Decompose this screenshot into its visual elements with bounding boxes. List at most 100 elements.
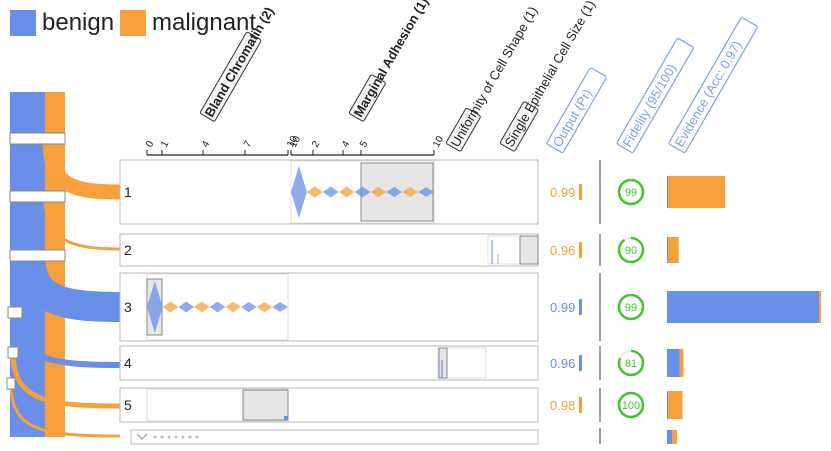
flow-node-3[interactable] <box>9 249 66 262</box>
flow-branch-2 <box>43 197 121 251</box>
fidelity-value: 99 <box>625 187 637 199</box>
fidelity-ring <box>617 391 645 419</box>
fidelity-value: 90 <box>625 245 637 257</box>
evidence-bar-benign <box>667 237 668 263</box>
chevron-down-icon[interactable] <box>136 433 148 441</box>
distribution-mark-8 <box>418 187 434 197</box>
feature-header-box <box>199 31 262 122</box>
benign-label: benign <box>42 9 115 36</box>
evidence-bar-benign <box>667 391 668 419</box>
flow-node-1[interactable] <box>9 132 66 145</box>
distribution-mark <box>497 254 499 264</box>
tick-label-bc-4: 10 <box>285 134 300 150</box>
distribution-mark-7 <box>256 301 273 313</box>
evidence-bar-benign <box>667 176 668 208</box>
output-header-label: Output (Pr) <box>550 86 595 149</box>
distribution-mark-1 <box>306 186 323 198</box>
evidence-bar-malignant <box>819 291 822 323</box>
tick-label-bc-1: 1 <box>159 139 172 150</box>
evidence-header-box <box>668 17 758 153</box>
default-rule-row[interactable] <box>130 428 677 445</box>
output-bar <box>579 299 582 315</box>
distribution-mark-3 <box>338 186 355 198</box>
feature-header-2: Marginal Adhesion (1) <box>348 0 432 122</box>
output-value: 0.96 <box>550 356 575 371</box>
fidelity-ring <box>617 349 645 377</box>
flow-node-5[interactable] <box>7 346 19 359</box>
tick-label-ma-1: 2 <box>310 139 323 150</box>
fidelity-header-box <box>616 38 694 153</box>
column-headers: Bland Chromatin (2) Marginal Adhesion (1)… <box>199 0 758 153</box>
output-bar <box>579 242 582 258</box>
flow-branch-1 <box>42 139 121 200</box>
output-value: 0.96 <box>550 243 575 258</box>
tick-label-bc-2: 4 <box>200 139 213 150</box>
rule-row-4[interactable]: 4 0.96 81 <box>119 345 684 381</box>
flow-node-6[interactable] <box>6 377 16 390</box>
fidelity-ring <box>617 178 645 206</box>
tick-label-bc-0: 0 <box>144 139 157 150</box>
benign-swatch <box>10 10 36 36</box>
distribution-mark-0 <box>291 166 307 218</box>
tick-label-ma-3: 5 <box>358 139 371 150</box>
malignant-swatch <box>120 10 146 36</box>
flow-node-4[interactable] <box>7 306 23 319</box>
distribution-mark <box>491 240 493 264</box>
collapsed-dot <box>174 435 178 439</box>
flow-node-2[interactable] <box>9 190 66 203</box>
distribution-mark-2 <box>322 186 339 198</box>
condition-range <box>242 389 289 421</box>
tick-label-ma-0: 10 <box>288 134 303 150</box>
rule-id: 5 <box>124 397 132 413</box>
feature-header-label: Marginal Adhesion (1) <box>351 0 432 119</box>
feature-header-box <box>348 74 386 122</box>
flow-branch-4 <box>14 311 121 368</box>
output-bar <box>579 184 582 200</box>
evidence-bar-benign <box>667 430 672 444</box>
feature-header-4: Single Epithelial Cell Size (1) <box>499 0 598 152</box>
evidence-bar-malignant <box>679 349 684 377</box>
feature-header-box <box>445 107 481 152</box>
default-rule-box <box>130 429 539 445</box>
condition-range <box>519 235 539 265</box>
legend-benign: benign <box>10 8 114 38</box>
distribution-mark-4 <box>209 301 226 313</box>
collapsed-dot <box>188 435 192 439</box>
evidence-header: Evidence (Acc: 0.97) <box>668 17 758 153</box>
rule-id: 2 <box>124 242 132 258</box>
fidelity-ring <box>617 236 645 264</box>
output-bar <box>579 355 582 371</box>
distribution-mark-3 <box>194 301 210 313</box>
distribution-mark-8 <box>272 302 288 312</box>
feature-header-box <box>499 101 539 152</box>
distribution-mark-6 <box>386 186 403 198</box>
rule-row-box <box>119 233 539 267</box>
evidence-bar-malignant <box>668 391 683 419</box>
output-header: Output (Pr) <box>546 67 607 153</box>
feature-header-label: Bland Chromatin (2) <box>202 4 277 119</box>
rule-flow <box>6 92 121 438</box>
rule-row-5[interactable]: 5 0.98 100 <box>119 387 683 423</box>
collapsed-dot <box>160 435 164 439</box>
rule-id: 4 <box>124 355 132 371</box>
collapsed-dot <box>153 435 157 439</box>
evidence-bar-malignant <box>668 176 726 208</box>
distribution-mark <box>441 360 443 378</box>
flow-branch-default <box>9 382 121 438</box>
fidelity-value: 81 <box>625 358 637 370</box>
rule-row-2[interactable]: 2 0.96 90 <box>119 233 679 267</box>
distribution-mark-2 <box>178 301 194 313</box>
flow-branch-5 <box>10 351 121 409</box>
collapsed-dot <box>167 435 171 439</box>
tick-label-bc-3: 7 <box>242 139 255 150</box>
distribution-mark-5 <box>370 186 387 198</box>
fidelity-value: 100 <box>622 400 640 412</box>
flow-branch-3 <box>15 254 121 322</box>
distribution-mark-0 <box>147 281 163 333</box>
output-value: 0.98 <box>550 398 575 413</box>
distribution-mark-1 <box>162 301 179 313</box>
fidelity-ring <box>617 293 645 321</box>
